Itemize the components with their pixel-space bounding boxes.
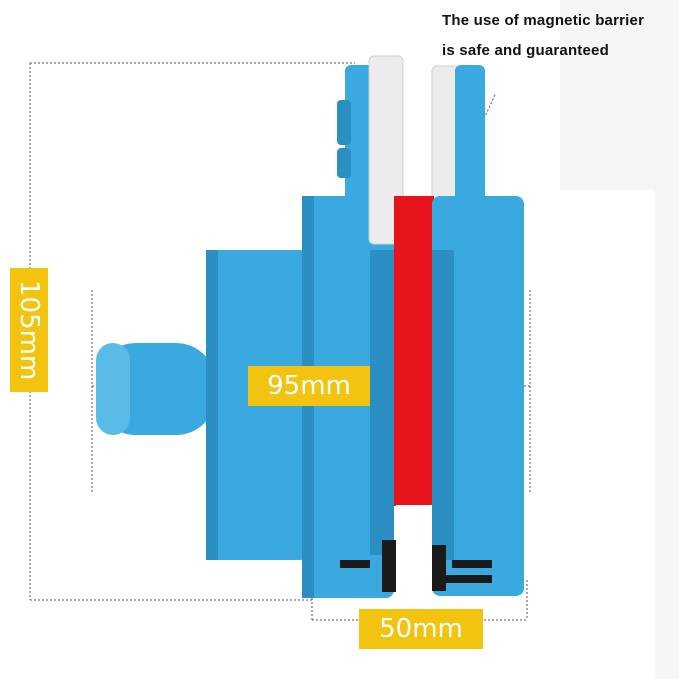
width-dimension-text: 95mm bbox=[267, 371, 351, 401]
bottom-gap bbox=[396, 505, 432, 595]
height-dimension-label: 105mm bbox=[10, 268, 48, 392]
gap-dimension-text: 50mm bbox=[379, 614, 463, 644]
width-dimension-label: 95mm bbox=[248, 366, 370, 406]
caption-line-1: The use of magnetic barrier bbox=[442, 12, 645, 29]
magnetic-barrier bbox=[394, 196, 434, 506]
height-dimension-text: 105mm bbox=[14, 279, 44, 381]
right-jaw bbox=[432, 65, 524, 596]
gap-dimension-label: 50mm bbox=[359, 609, 483, 649]
caption-line-2: is safe and guaranteed bbox=[442, 42, 609, 59]
